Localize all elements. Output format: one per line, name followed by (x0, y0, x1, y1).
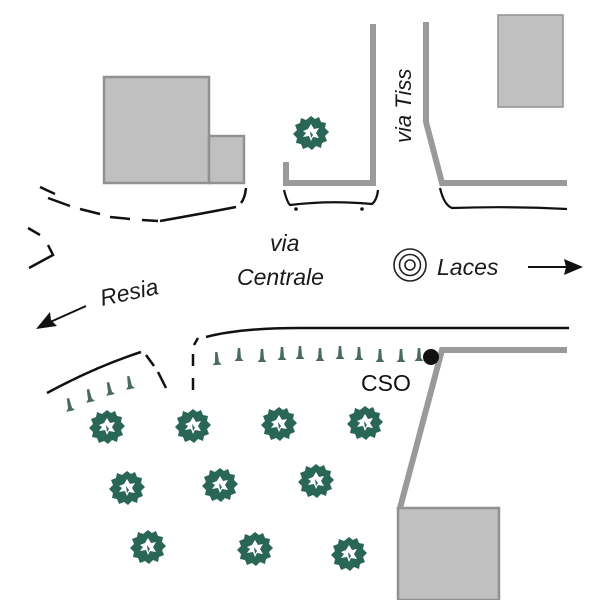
bollard-icon (354, 347, 364, 360)
road-edge-north-west-dashed (39, 185, 159, 223)
bollard-icon (414, 348, 424, 361)
label-via-centrale-line1: via (270, 230, 299, 256)
building-top-right (497, 14, 564, 108)
label-via-centrale-line2: Centrale (237, 264, 324, 290)
bollard-icon (211, 351, 222, 366)
tree-icon (347, 406, 383, 440)
road-edge-south-dashed (191, 337, 200, 390)
bollard-icon (396, 349, 406, 362)
tree-icon (175, 409, 211, 443)
bollard-icon (335, 346, 345, 359)
tree-icon (298, 464, 334, 498)
road-marker-dot (360, 207, 364, 211)
bollard-row-south-west (63, 375, 135, 412)
tree-icon (89, 410, 125, 444)
bollard-icon (63, 397, 76, 412)
building-large (102, 75, 211, 185)
arrow-right-icon (528, 259, 583, 275)
cso-point-icon (423, 349, 439, 365)
bollard-icon (83, 388, 96, 403)
road-marker-dot (294, 207, 298, 211)
bollard-icon (123, 375, 135, 390)
tree-icon (109, 471, 145, 505)
road-edge-north-west (159, 205, 237, 223)
bollard-icon (295, 346, 305, 359)
tree-icon (331, 537, 367, 571)
building-bottom-right (396, 506, 501, 600)
cso-label: CSO (361, 370, 411, 396)
tree-icon (202, 468, 238, 502)
bollard-icon (257, 349, 267, 362)
road-edge-south-west (46, 350, 142, 395)
road-edge-south (205, 326, 569, 339)
curb-via-tiss-west (283, 24, 376, 186)
road-edge-north-middle (282, 189, 380, 207)
bollard-icon (234, 348, 244, 361)
road-edge-west-wedge (27, 226, 55, 270)
bollard-icon (375, 349, 385, 362)
tree-icon (237, 532, 273, 566)
arrow-down-left-icon (36, 305, 87, 329)
building-annex (207, 134, 246, 185)
label-resia: Resia (98, 273, 161, 311)
bollard-icon (315, 348, 325, 361)
label-laces: Laces (437, 254, 499, 280)
curb-south-east (397, 347, 567, 509)
bollard-icon (103, 381, 116, 396)
bollard-icon (277, 347, 287, 360)
bollard-row-south (211, 346, 424, 366)
concentric-circles-icon (393, 248, 427, 282)
tree-icon (293, 116, 329, 150)
road-edge-south-west-dashed (144, 354, 168, 389)
label-via-tiss: via Tiss (391, 69, 416, 143)
tree-icon (261, 407, 297, 441)
road-edge-north-east (438, 187, 568, 211)
tree-icon (130, 530, 166, 564)
curb-via-tiss-east (423, 22, 567, 186)
road-edge-corner-dash (239, 187, 248, 204)
